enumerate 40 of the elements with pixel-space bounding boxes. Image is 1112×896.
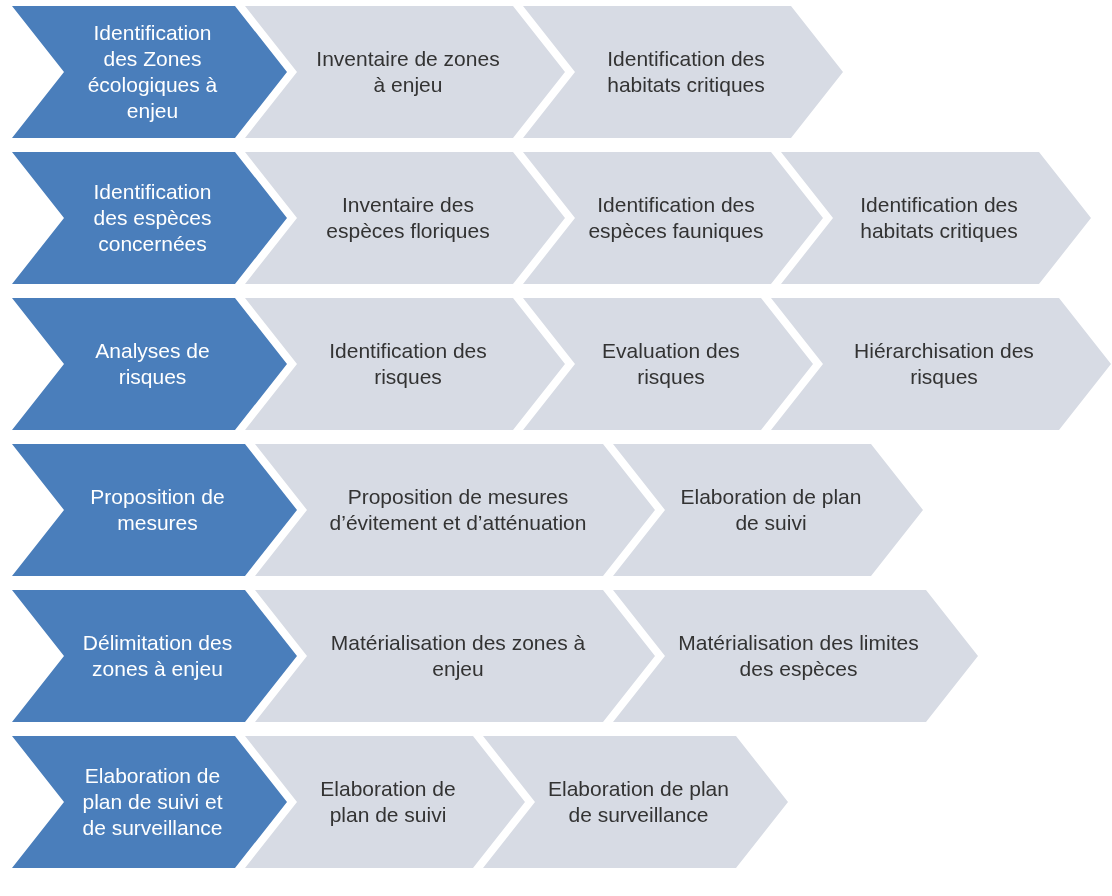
step-block [523, 298, 813, 430]
step-block [771, 298, 1111, 430]
step-label: Elaboration de plan de suivi [319, 775, 457, 828]
step-label: Proposition de mesures d’évitement et d’atténuation [328, 483, 588, 536]
stage-label: Proposition de mesures [89, 483, 226, 536]
step-label: Identification des habitats critiques [606, 45, 766, 98]
step-label: Matérialisation des zones à enjeu [329, 629, 587, 682]
step-label: Inventaire de zones à enjeu [315, 45, 501, 98]
step-block [245, 736, 525, 868]
step-label: Identification des risques [328, 337, 488, 390]
step-block [255, 590, 655, 722]
step-block [613, 444, 923, 576]
step-block [483, 736, 788, 868]
step-block [523, 6, 843, 138]
step-label: Matérialisation des limites des espèces [677, 629, 920, 682]
step-label: Inventaire des espèces floriques [325, 191, 491, 244]
stage-block [12, 736, 287, 868]
stage-block [12, 444, 297, 576]
step-block [613, 590, 978, 722]
stage-block [12, 152, 287, 284]
stage-label: Elaboration de plan de suivi et de surveillance [81, 762, 224, 842]
stage-block [12, 298, 287, 430]
stage-label: Identification des espèces concernées [92, 178, 213, 258]
step-label: Elaboration de plan de suivi [679, 483, 863, 536]
stage-label: Analyses de risques [94, 337, 211, 390]
step-label: Identification des espèces fauniques [587, 191, 765, 244]
step-block [255, 444, 655, 576]
step-block [245, 298, 565, 430]
step-label: Hiérarchisation des risques [853, 337, 1035, 390]
step-block [781, 152, 1091, 284]
stage-block [12, 6, 287, 138]
stage-label: Identification des Zones écologiques à enjeu [86, 19, 219, 125]
step-label: Evaluation des risques [601, 337, 741, 390]
step-block [245, 152, 565, 284]
step-block [245, 6, 565, 138]
stage-label: Délimitation des zones à enjeu [81, 629, 234, 682]
step-label: Elaboration de plan de surveillance [547, 775, 730, 828]
stage-block [12, 590, 297, 722]
step-label: Identification des habitats critiques [859, 191, 1019, 244]
step-block [523, 152, 823, 284]
